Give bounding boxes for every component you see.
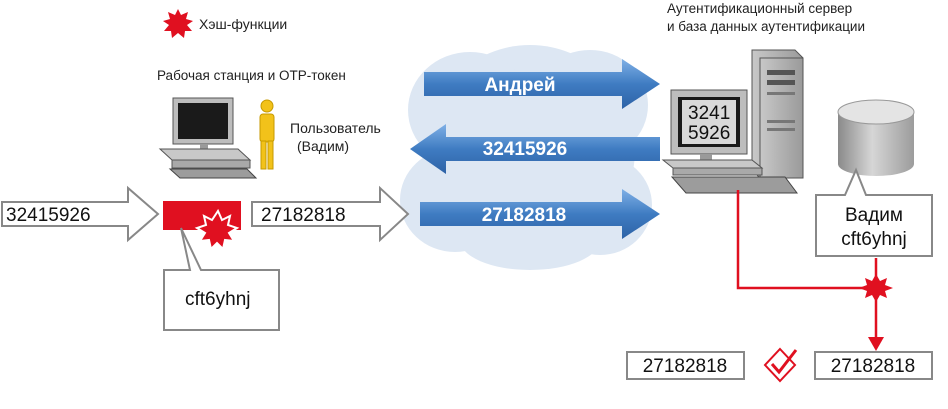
database-record-secret: cft6yhnj xyxy=(841,229,906,250)
arrow-username-to-server: Андрей xyxy=(424,59,660,109)
arrow-challenge-text: 32415926 xyxy=(483,139,568,160)
database-record-callout: Вадим cft6yhnj xyxy=(815,167,933,257)
received-value: 27182818 xyxy=(643,356,728,377)
server-screen-line1: 3241 xyxy=(688,103,730,124)
database-record-user: Вадим xyxy=(845,205,903,226)
token-input-value: 32415926 xyxy=(6,205,91,226)
arrow-challenge-to-user: 32415926 xyxy=(410,124,660,174)
otp-token-device xyxy=(163,201,241,251)
verification-arrowhead xyxy=(868,337,884,351)
database-cylinder-icon xyxy=(837,99,915,176)
token-secret-value: cft6yhnj xyxy=(185,289,250,310)
token-input-arrow: 32415926 xyxy=(1,185,160,243)
hash-burst-icon xyxy=(163,9,193,38)
user-label-line2: (Вадим) xyxy=(297,138,349,154)
hash-legend: Хэш-функции xyxy=(163,9,287,38)
token-secret-callout: cft6yhnj xyxy=(163,227,280,331)
computed-value: 27182818 xyxy=(831,356,916,377)
match-check-icon xyxy=(763,347,798,383)
user-figure-icon xyxy=(259,99,275,170)
server-title-line2: и база данных аутентификации xyxy=(667,19,865,34)
token-output-arrow: 27182818 xyxy=(251,185,410,243)
token-hash-burst-icon xyxy=(194,208,240,251)
server-computer-icon xyxy=(661,49,804,194)
arrow-username-text: Андрей xyxy=(484,75,555,96)
arrow-response-text: 27182818 xyxy=(482,205,567,226)
user-label-line1: Пользователь xyxy=(290,120,381,136)
hash-legend-label: Хэш-функции xyxy=(199,16,287,32)
token-output-value: 27182818 xyxy=(261,205,346,226)
server-hash-burst-icon xyxy=(859,274,893,302)
received-value-box: 27182818 xyxy=(626,351,745,380)
server-screen-line2: 5926 xyxy=(688,123,730,144)
computed-value-box: 27182818 xyxy=(814,351,933,380)
workstation-title: Рабочая станция и ОТР-токен xyxy=(157,68,346,83)
workstation-computer-icon xyxy=(158,97,258,179)
server-title-line1: Аутентификационный сервер xyxy=(667,1,852,16)
arrow-response-to-server: 27182818 xyxy=(420,189,660,239)
